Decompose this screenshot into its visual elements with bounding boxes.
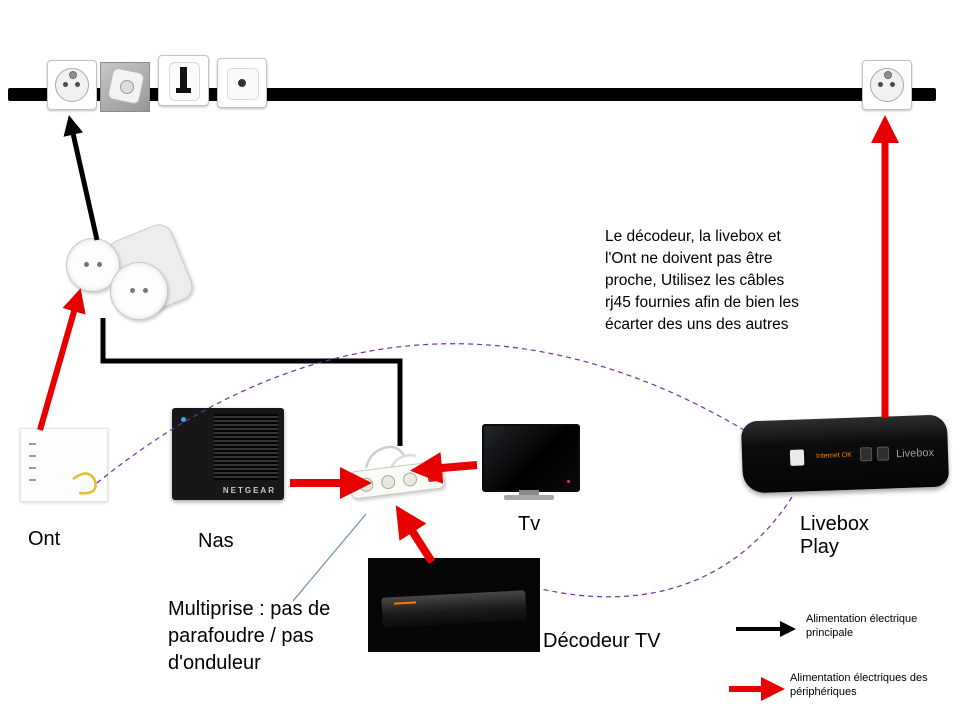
ont-led [29,455,36,457]
tv-stand-neck [519,490,539,495]
tv-stand-base [504,495,554,500]
socket-hole [75,82,80,87]
label-livebox: Livebox Play [800,513,869,558]
adapter-hole [143,288,148,293]
tv-screen [482,424,580,492]
socket-ground-pin [69,71,77,79]
tv-decoder-device [368,558,540,652]
livebox-device: Internet OK Livebox [740,414,950,496]
label-tv: Tv [518,513,541,535]
main-power-arrow-adapter-to-socket [63,115,100,241]
legend-peripheral-power-label: Alimentation électriques des périphériqu… [790,672,928,699]
livebox-status-text: Internet OK [815,451,852,461]
nas-power-led [181,417,186,422]
wall-socket-right [862,60,912,110]
decoder-unit [381,590,527,628]
ont-led [29,467,36,469]
label-nas: Nas [198,530,234,552]
double-plug-adapter [64,220,197,326]
phone-jack [158,55,209,106]
adapter-hole [97,262,102,267]
livebox-button-icon [876,446,890,461]
strip-socket [380,474,396,490]
wall-socket-photo [100,62,150,112]
livebox-shell: Internet OK Livebox [740,414,950,494]
strip-socket [358,476,375,493]
socket-ring [55,68,89,102]
tv-device [482,424,580,502]
label-decodeur: Décodeur TV [543,630,661,652]
socket-center-dot [238,79,246,87]
strip-switch [427,469,439,483]
socket-ring [120,80,134,94]
phone-jack-plate [169,62,200,101]
phone-jack-symbol [176,88,191,93]
strip-socket [402,471,418,488]
nas-device: NETGEAR [172,408,284,500]
nas-vent-grille [214,414,278,480]
ont-fiber-cable [72,472,97,495]
livebox-card-slot [789,449,805,466]
adapter-hole [130,288,135,293]
livebox-brand-text: Livebox [895,446,935,461]
callout-line-multiprise [292,513,367,602]
ont-device [20,428,108,502]
socket-hole [63,82,68,87]
power-arrow-decoder-to-strip [395,505,436,565]
ont-led [29,443,36,445]
label-ont: Ont [28,528,61,550]
livebox-button-icon [859,447,873,462]
phone-jack-symbol [180,67,187,88]
legend-main-power-label: Alimentation électrique principale [806,613,918,640]
warning-text: Le décodeur, la livebox et l'Ont ne doiv… [605,228,799,333]
power-strip [348,438,448,512]
ont-led [29,479,36,481]
socket-hole [890,82,895,87]
socket-ground-pin [884,71,892,79]
socket-hole [878,82,883,87]
adapter-socket [110,262,168,320]
dashed-link-livebox-decoder [540,496,793,598]
wall-socket-left [47,60,97,110]
tv-power-led [567,480,570,483]
note-multiprise: Multiprise : pas de parafoudre / pas d'o… [168,598,331,674]
nas-brand-text: NETGEAR [222,486,276,495]
livebox-buttons [859,446,890,462]
wall-socket-small [217,58,267,108]
adapter-hole [84,262,89,267]
